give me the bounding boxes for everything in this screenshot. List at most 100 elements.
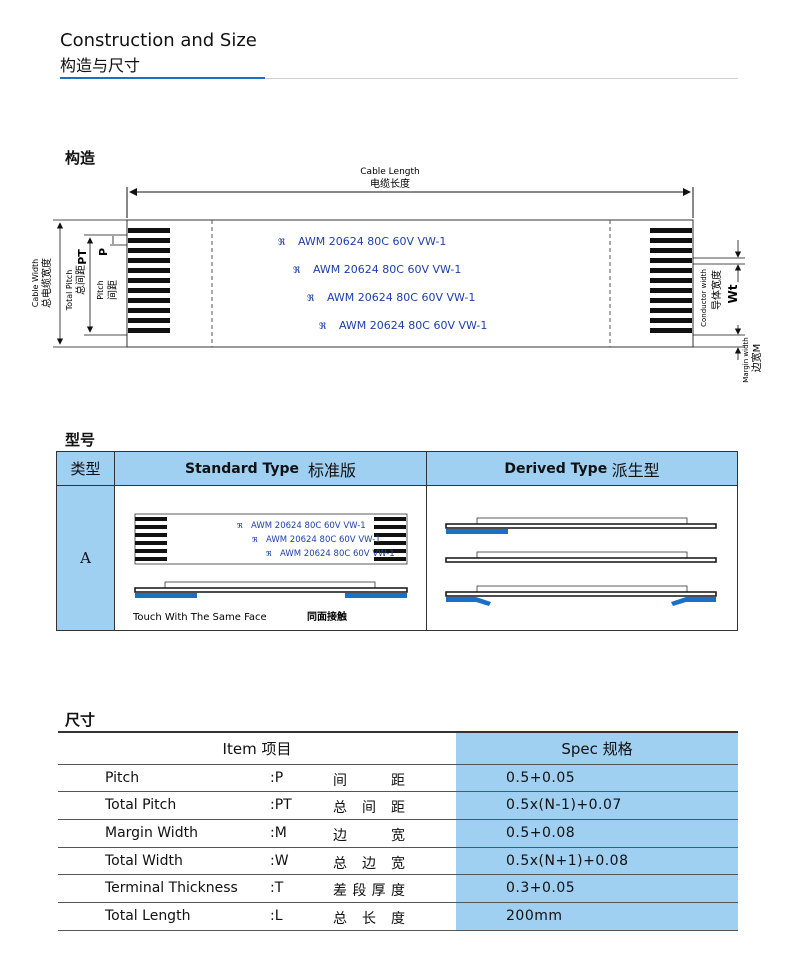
item-spec: 200mm xyxy=(506,908,563,924)
total-pitch-cn: 总间距 xyxy=(74,265,87,295)
page-title-cn: 构造与尺寸 xyxy=(60,56,141,75)
item-spec: 0.5+0.05 xyxy=(506,770,576,786)
derived-type-cn: 派生型 xyxy=(611,460,660,480)
model-table: 类型 Standard Type 标准版 Derived Type 派生型 A … xyxy=(56,451,738,631)
item-cn: 差段厚度 xyxy=(333,883,405,899)
cable-print-line: AWM 20624 80C 60V VW-1 xyxy=(327,291,475,304)
derived-type-cell xyxy=(427,486,737,630)
spec-cell-bg xyxy=(456,792,738,819)
item-cn: 总长度 xyxy=(333,911,405,927)
margin-width-en: Margin width xyxy=(742,337,750,382)
construction-section-label: 构造 xyxy=(65,149,96,167)
item-name: Margin Width xyxy=(105,825,198,841)
standard-type-en: Standard Type xyxy=(185,460,300,477)
same-face-caption-en: Touch With The Same Face xyxy=(132,612,267,623)
item-spec: 0.5x(N-1)+0.07 xyxy=(506,797,622,813)
item-name: Pitch xyxy=(105,770,140,786)
item-code: :PT xyxy=(270,797,292,813)
item-code: :L xyxy=(270,908,283,924)
header-accent-bar xyxy=(60,77,265,79)
pt-label: PT xyxy=(76,249,89,265)
standard-type-diagram: ℜ AWM 20624 80C 60V VW-1 ℜ AWM 20624 80C… xyxy=(132,513,408,623)
cable-body xyxy=(126,219,694,348)
stiffener-left xyxy=(135,593,197,598)
size-section-label: 尺寸 xyxy=(65,711,96,729)
standard-type-cell: ℜ AWM 20624 80C 60V VW-1 ℜ AWM 20624 80C… xyxy=(115,486,427,630)
item-spec: 0.5+0.08 xyxy=(506,825,576,841)
type-column-header: 类型 xyxy=(57,452,115,486)
ul-mark-icon: ℜ xyxy=(293,266,301,276)
item-name: Terminal Thickness xyxy=(105,880,238,896)
ul-mark-icon: ℜ xyxy=(266,550,272,558)
cable-print-line: AWM 20624 80C 60V VW-1 xyxy=(339,319,487,332)
item-name: Total Length xyxy=(105,908,191,924)
spec-cell-bg xyxy=(456,903,738,931)
item-cn: 边宽 xyxy=(333,828,405,844)
item-cn: 总边宽 xyxy=(333,856,405,872)
spec-cell-bg xyxy=(456,848,738,875)
pitch-cn: 间距 xyxy=(106,280,119,300)
model-section-label: 型号 xyxy=(65,431,96,449)
cable-length-cn: 电缆长度 xyxy=(370,177,410,190)
item-code: :M xyxy=(270,825,287,841)
item-name: Total Pitch xyxy=(105,797,177,813)
table-row: Total Length :L 总长度 200mm xyxy=(58,902,738,931)
spec-cell-bg xyxy=(456,765,738,792)
standard-type-cn: 标准版 xyxy=(307,460,356,480)
spec-table-top-rule xyxy=(58,731,738,733)
pitch-en: Pitch xyxy=(96,280,105,299)
cable-length-en: Cable Length xyxy=(360,167,419,177)
table-row: Total Width :W 总边宽 0.5x(N+1)+0.08 xyxy=(58,847,738,875)
ul-mark-icon: ℜ xyxy=(319,322,327,332)
conductors-right xyxy=(650,228,692,333)
table-row: Total Pitch :PT 总间距 0.5x(N-1)+0.07 xyxy=(58,791,738,819)
same-face-caption-cn: 同面接触 xyxy=(307,610,347,623)
cable-width-en: Cable Width xyxy=(31,259,40,308)
item-column-header: Item 项目 xyxy=(222,740,292,758)
ul-mark-icon: ℜ xyxy=(252,536,258,544)
total-pitch-en: Total Pitch xyxy=(65,270,74,312)
cable-print-line: AWM 20624 80C 60V VW-1 xyxy=(298,235,446,248)
mini-print-line: AWM 20624 80C 60V VW-1 xyxy=(280,549,395,559)
item-spec: 0.3+0.05 xyxy=(506,880,576,896)
cable-width-cn: 总电缆宽度 xyxy=(40,258,53,308)
derived-type-diagram xyxy=(445,517,717,606)
item-name: Total Width xyxy=(105,853,183,869)
p-label: P xyxy=(97,248,110,256)
derived-variant-1 xyxy=(445,517,717,534)
spec-column-header: Spec 规格 xyxy=(456,733,738,764)
item-code: :P xyxy=(270,770,284,786)
margin-width-cn: 边宽M xyxy=(750,344,763,373)
page-title-en: Construction and Size xyxy=(60,30,257,51)
standard-cross-section xyxy=(134,587,408,593)
wt-label: Wt xyxy=(726,284,740,303)
conductor-width-cn: 导体宽度 xyxy=(710,270,723,310)
item-code: :W xyxy=(270,853,289,869)
mini-conductors-right xyxy=(374,517,406,561)
table-row: Margin Width :M 边宽 0.5+0.08 xyxy=(58,819,738,847)
ul-mark-icon: ℜ xyxy=(237,522,243,530)
spec-table: Item 项目 Spec 规格 Pitch :P 间距 0.5+0.05 Tot… xyxy=(58,731,738,931)
derived-variant-2 xyxy=(445,551,717,563)
type-a-label: A xyxy=(57,486,115,630)
spec-table-bottom-rule xyxy=(58,930,738,931)
item-cn: 总间距 xyxy=(333,800,405,816)
mini-print-line: AWM 20624 80C 60V VW-1 xyxy=(266,535,381,545)
stiffener-right xyxy=(345,593,407,598)
construction-diagram: Cable Length 电缆长度 ℜ AWM 20624 xyxy=(31,167,763,383)
derived-type-header: Derived Type 派生型 xyxy=(427,452,737,486)
conductor-width-en: Conductor width xyxy=(700,269,708,327)
item-cn: 间距 xyxy=(333,773,405,789)
header-divider xyxy=(60,78,738,79)
standard-type-header: Standard Type 标准版 xyxy=(115,452,427,486)
derived-variant-3 xyxy=(445,585,717,606)
spec-cell-bg xyxy=(456,820,738,847)
derived-type-en: Derived Type xyxy=(504,460,608,477)
conductors-left xyxy=(128,228,170,333)
table-row: Terminal Thickness :T 差段厚度 0.3+0.05 xyxy=(58,874,738,902)
table-row: Pitch :P 间距 0.5+0.05 xyxy=(58,764,738,792)
mini-conductors-left xyxy=(135,517,167,561)
spec-cell-bg xyxy=(456,875,738,902)
item-spec: 0.5x(N+1)+0.08 xyxy=(506,853,629,869)
mini-print-line: AWM 20624 80C 60V VW-1 xyxy=(251,521,366,531)
